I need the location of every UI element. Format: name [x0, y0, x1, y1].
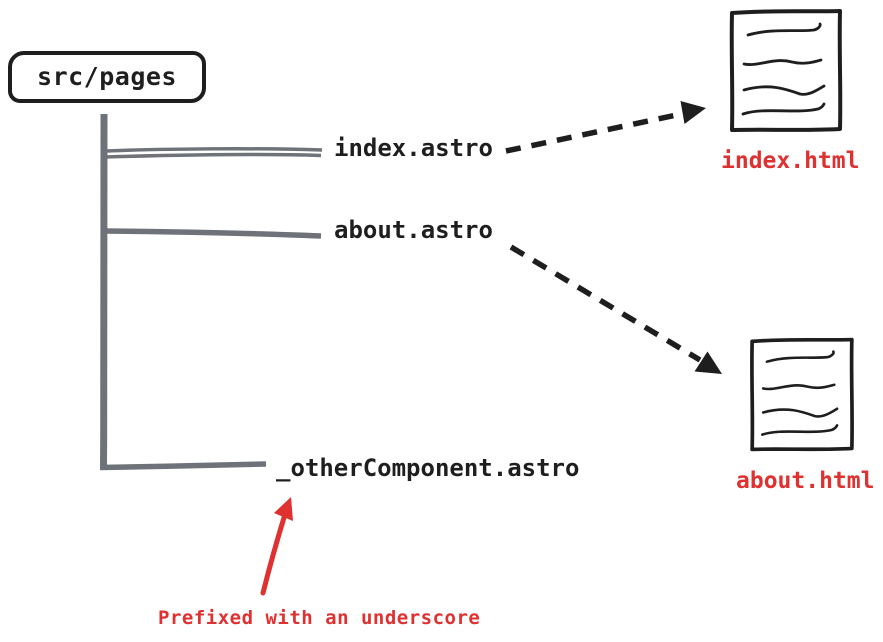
annotation-arrowhead — [274, 497, 293, 521]
tree-trunk-line — [100, 113, 108, 468]
index-html-document-icon — [729, 9, 843, 132]
branch-line-other — [99, 461, 267, 471]
file-label-index-astro: index.astro — [334, 134, 493, 162]
about-route-arrowhead — [694, 351, 722, 374]
folder-box: src/pages — [8, 51, 206, 103]
annotation-label: Prefixed with an underscore — [158, 607, 481, 629]
index-route-arrowhead — [680, 101, 706, 124]
folder-label: src/pages — [37, 61, 177, 91]
branch-line-index-a — [105, 147, 323, 153]
index-route-arrow — [505, 101, 706, 154]
about-html-document-icon — [750, 337, 854, 452]
branch-line-index-b — [104, 152, 322, 159]
annotation-arrow — [260, 497, 293, 596]
about-route-arrow — [509, 244, 722, 374]
file-label-other-component-astro: _otherComponent.astro — [276, 454, 580, 482]
branch-line-about — [104, 228, 322, 239]
output-label-index-html: index.html — [721, 148, 860, 174]
file-label-about-astro: about.astro — [334, 216, 493, 244]
output-label-about-html: about.html — [736, 468, 875, 494]
